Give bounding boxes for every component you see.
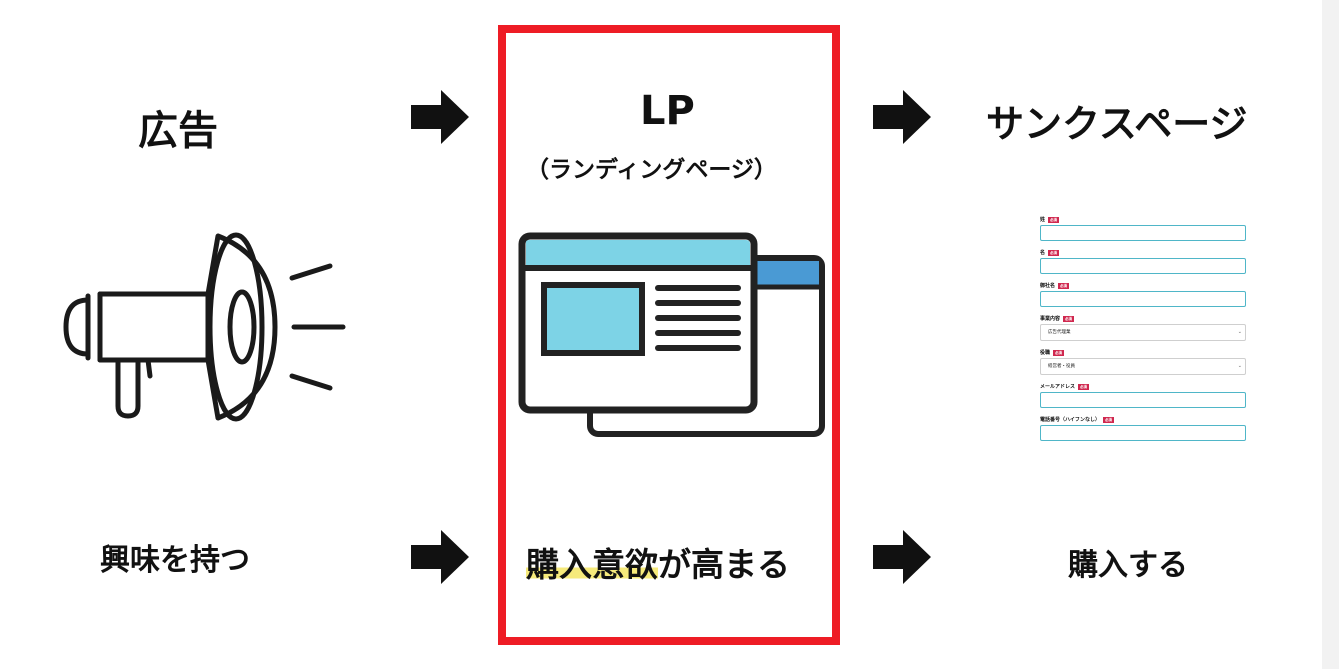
lp-heading: LP [640,88,695,134]
chevron-down-icon: ⌄ [1237,363,1242,369]
required-badge: 必須 [1053,349,1065,356]
form-field-label: メールアドレス必須 [1040,383,1090,390]
page-edge [1322,0,1339,669]
arrow-right-icon [411,90,469,144]
chevron-down-icon: ⌄ [1237,329,1242,335]
arrow-right-icon [873,530,931,584]
required-badge: 必須 [1048,249,1060,256]
position-select[interactable]: 経営者・役員⌄ [1040,358,1246,375]
arrow-right-icon [411,530,469,584]
ad-caption: 興味を持つ [100,543,250,578]
highlighted-text: 購入意欲 [526,545,658,584]
business-type-select[interactable]: 広告代理業⌄ [1040,324,1246,341]
megaphone-icon [63,232,346,422]
form-field-label: 姓必須 [1040,216,1060,223]
required-badge: 必須 [1058,282,1070,289]
required-badge: 必須 [1103,416,1115,423]
arrow-right-icon [873,90,931,144]
form-field-label: 事業内容必須 [1040,315,1075,322]
form-field-label: 名必須 [1040,249,1060,256]
thanks-page-heading: サンクスページ [986,102,1248,146]
form-field-label: 電話番号（ハイフンなし）必須 [1040,416,1115,423]
required-badge: 必須 [1078,383,1090,390]
required-badge: 必須 [1048,216,1060,223]
required-badge: 必須 [1063,315,1075,322]
lp-subtitle: （ランディングページ） [526,157,777,183]
thanks-caption: 購入する [1068,548,1188,583]
ad-heading: 広告 [138,108,218,154]
lp-highlight-frame [498,25,840,645]
email-input[interactable] [1040,392,1246,408]
thanks-page-form: 姓必須 名必須 御社名必須 事業内容必須 広告代理業⌄ 役職必須 経営者・役員⌄… [1040,216,1246,449]
company-name-input[interactable] [1040,291,1246,307]
form-field-label: 御社名必須 [1040,282,1070,289]
form-field-label: 役職必須 [1040,349,1065,356]
browser-windows-icon [518,232,825,437]
lp-caption: 購入意欲が高まる [526,545,790,584]
last-name-input[interactable] [1040,225,1246,241]
first-name-input[interactable] [1040,258,1246,274]
phone-input[interactable] [1040,425,1246,441]
